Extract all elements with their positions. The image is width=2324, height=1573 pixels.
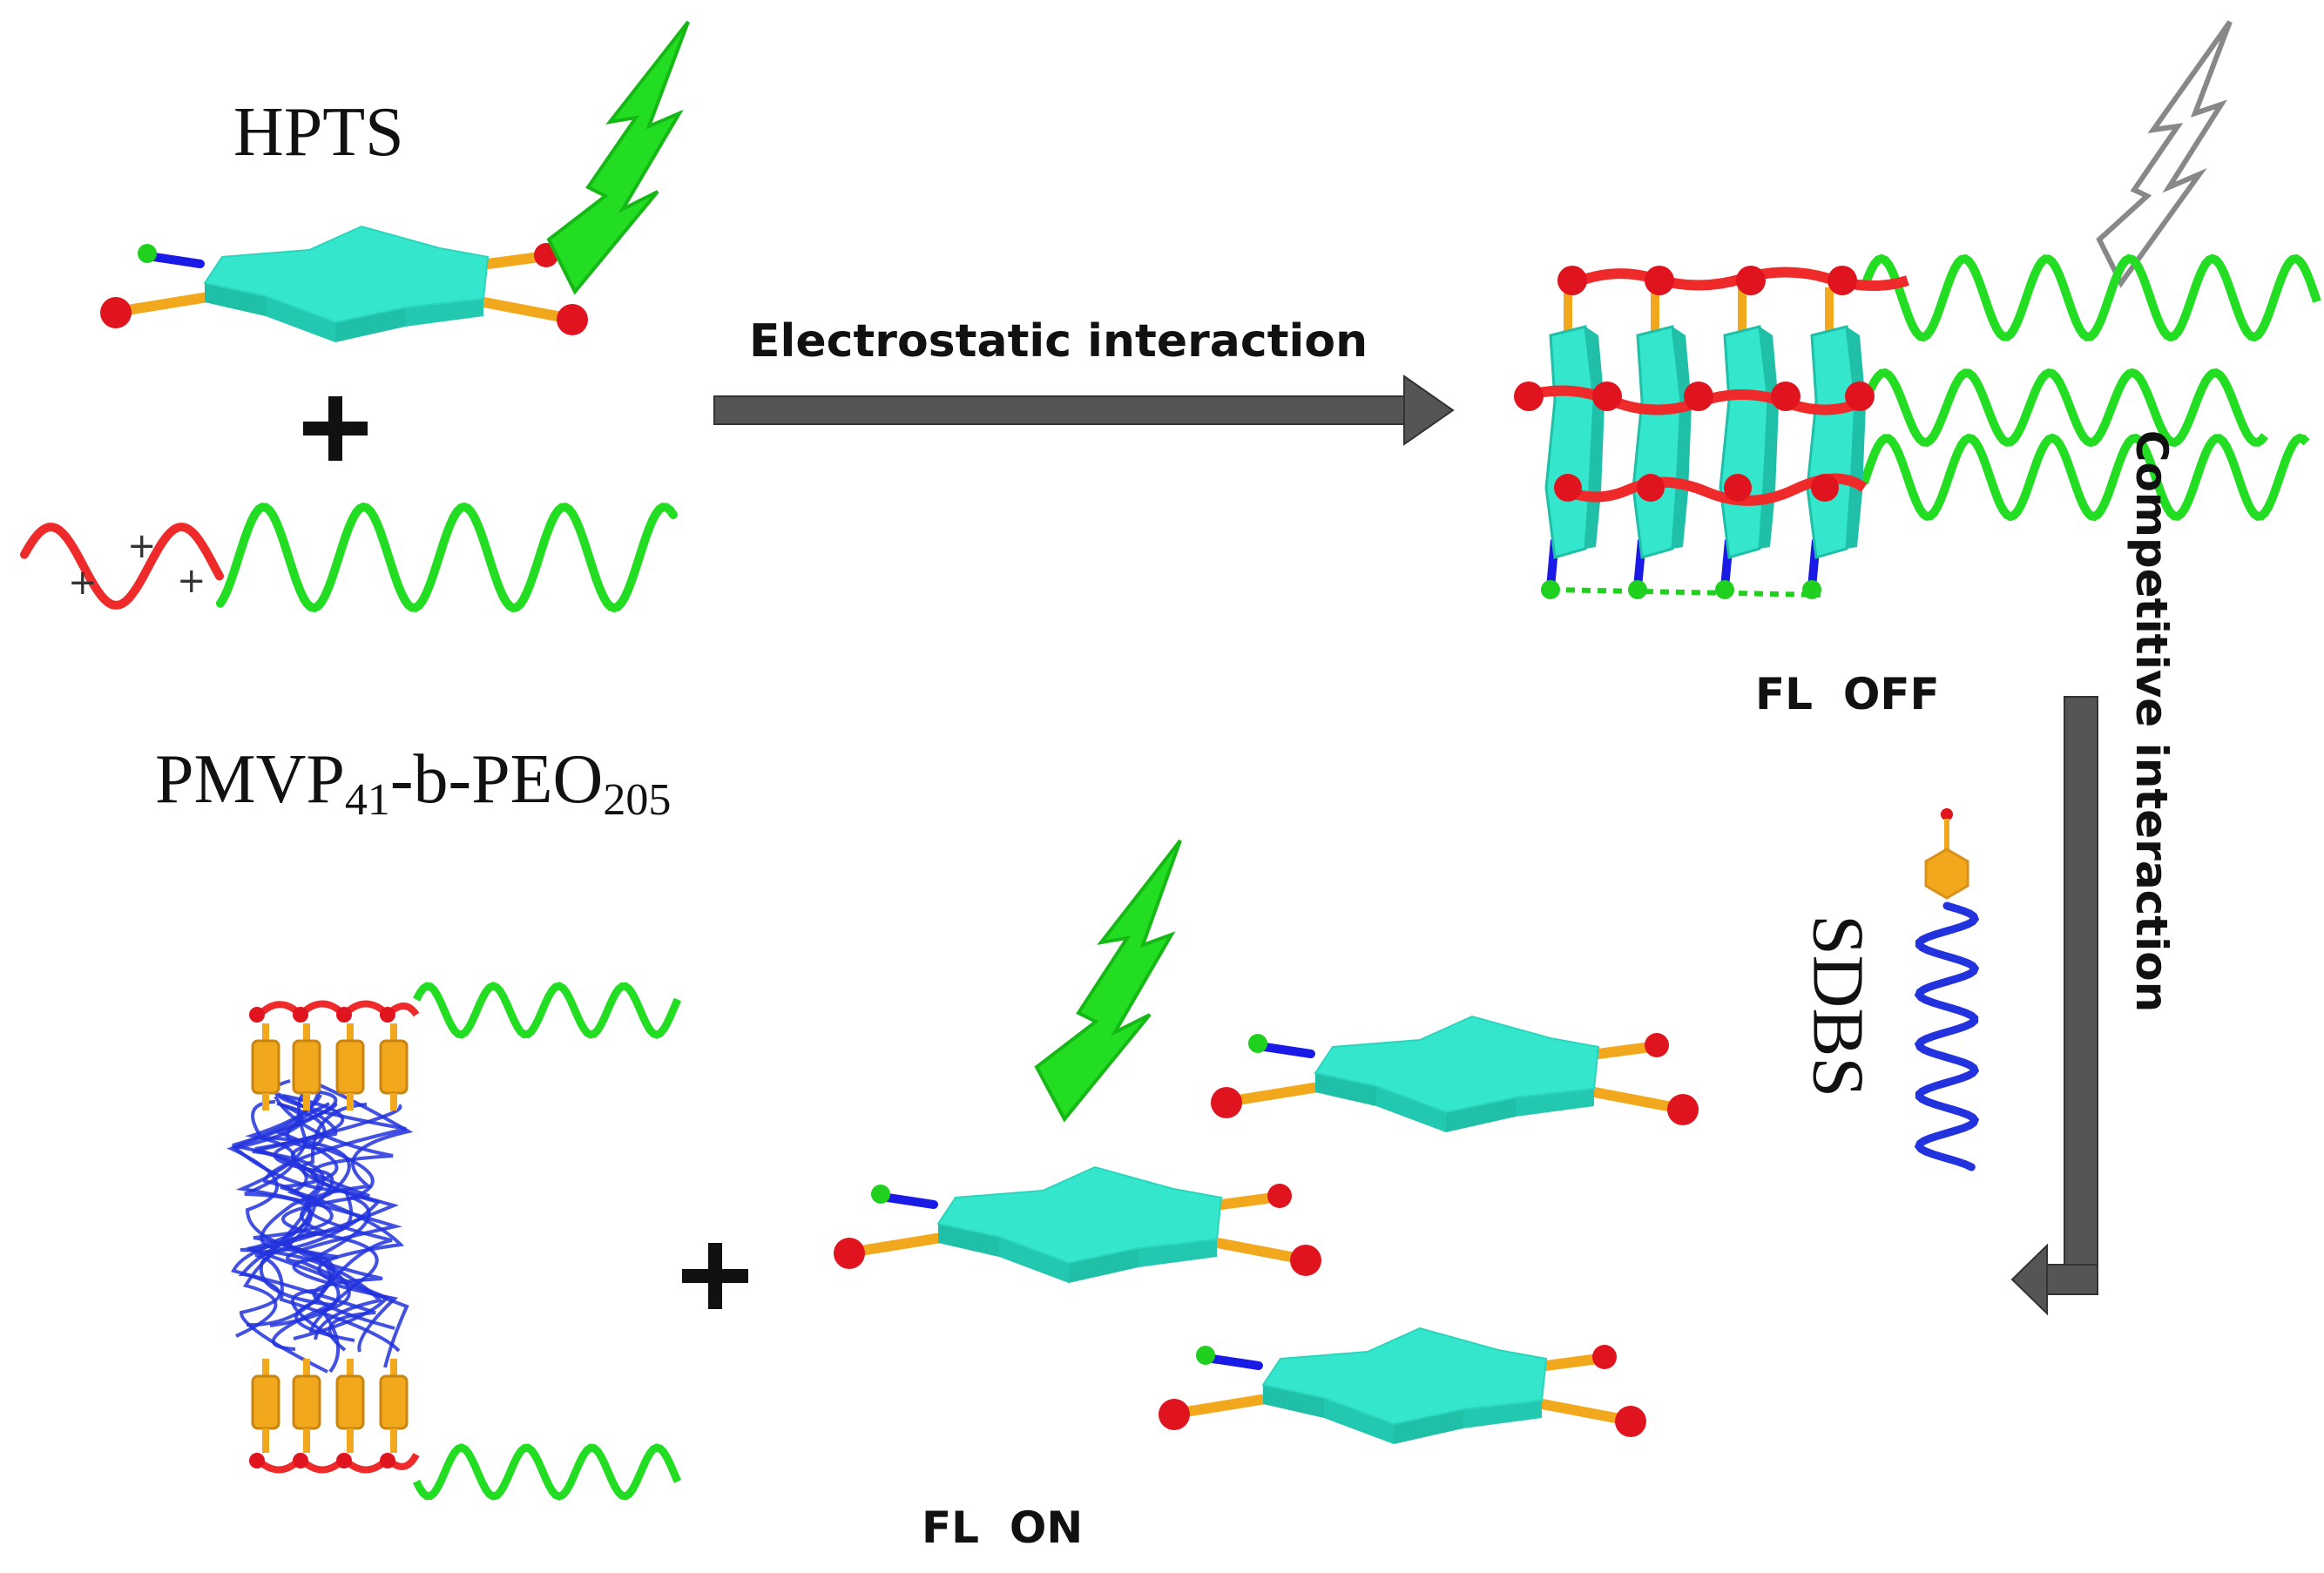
- lightning-flash-icon: [1034, 839, 1182, 1123]
- lightning-flash-icon: [546, 20, 690, 295]
- competitive-interaction-label: Competitive interaction: [2126, 429, 2177, 1013]
- electrostatic-interaction-label: Electrostatic interaction: [749, 315, 1368, 368]
- surfactant-polymer-micelle: [226, 982, 682, 1501]
- electrostatic-arrow: [713, 375, 1455, 446]
- hpts-label: HPTS: [233, 94, 404, 171]
- fl-off-flash-outline-icon: [2096, 20, 2233, 288]
- charge-sign: +: [68, 563, 98, 603]
- sdbs-label: SDBS: [1797, 914, 1879, 1098]
- block-copolymer-label: PMVP41-b-PEO205: [155, 741, 672, 825]
- block-copolymer-chain: + + +: [20, 502, 678, 613]
- charge-sign: +: [177, 561, 206, 601]
- competitive-arrow: [2010, 696, 2098, 1316]
- sdbs-surfactant: [1914, 808, 1980, 1171]
- plus-sign: [303, 396, 368, 461]
- hpts-molecule: [1211, 1015, 1699, 1132]
- hpts-polymer-complex: [1514, 253, 2321, 599]
- hpts-molecule: [100, 225, 588, 342]
- fl-off-label: FL OFF: [1755, 669, 1940, 719]
- fl-on-label: FL ON: [922, 1502, 1084, 1553]
- hpts-molecule: [834, 1165, 1321, 1283]
- charge-sign: +: [127, 526, 157, 566]
- hpts-molecule: [1159, 1327, 1646, 1444]
- plus-sign: [682, 1243, 748, 1309]
